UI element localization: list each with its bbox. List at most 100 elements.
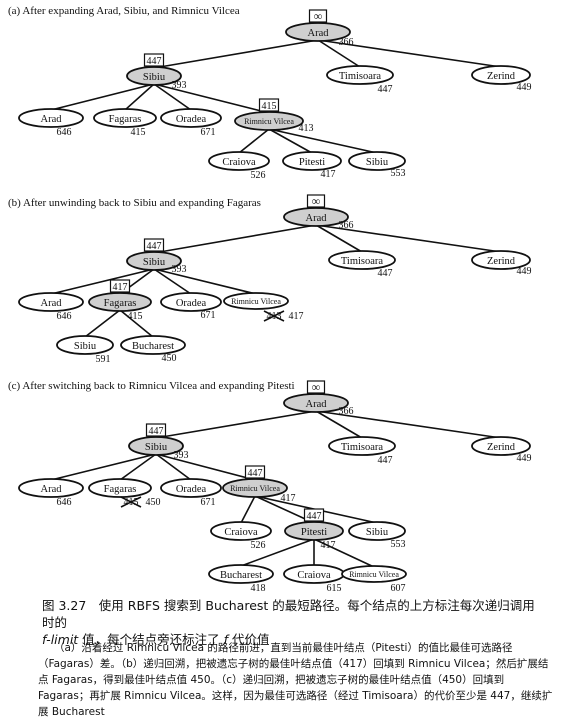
cross-mark	[120, 496, 142, 508]
f-value: 366	[339, 37, 354, 48]
node-label: Zerind	[487, 71, 516, 82]
panel-title-a: (a) After expanding Arad, Sibiu, and Rim…	[8, 5, 240, 17]
tree-node-fagaras	[93, 108, 157, 128]
node-label: Craiova	[297, 570, 331, 581]
f-limit-box	[109, 279, 131, 293]
tree-edge	[153, 83, 270, 114]
tree-edge	[153, 39, 319, 69]
tree-node-sibiu	[126, 251, 182, 271]
node-label: Zerind	[487, 442, 516, 453]
f-value: 393	[172, 264, 187, 275]
node-label: Arad	[306, 213, 328, 224]
tree-edge	[50, 453, 157, 481]
tree-edge	[155, 453, 256, 481]
f-value: 447	[378, 84, 393, 95]
tree-edge	[317, 39, 361, 68]
caption-f-limit: f-limit	[42, 632, 79, 647]
f-value: 415	[131, 127, 146, 138]
f-value: 615	[327, 583, 342, 594]
caption-line-1: 图 3.27 使用 RBFS 搜索到 Bucharest 的最短路径。每个结点的…	[42, 598, 535, 630]
tree-node-arad	[285, 22, 351, 42]
tree-node-rimnicu	[223, 292, 289, 310]
f-limit-box	[145, 423, 167, 437]
tree-edge	[240, 495, 256, 524]
f-value: 413	[299, 123, 314, 134]
node-label: Arad	[41, 298, 63, 309]
tree-edge	[315, 224, 363, 253]
tree-edge	[119, 453, 157, 481]
panel-title-b: (b) After unwinding back to Sibiu and ex…	[8, 197, 261, 209]
f-limit-value: ∞	[312, 380, 321, 394]
node-label: Fagaras	[109, 114, 142, 125]
f-value: 526	[251, 540, 266, 551]
node-label: Sibiu	[143, 257, 166, 268]
f-value: 591	[96, 354, 111, 365]
node-label: Craiova	[222, 157, 256, 168]
f-value: 393	[172, 80, 187, 91]
f-value: 449	[517, 266, 532, 277]
f-value: 366	[339, 406, 354, 417]
tree-node-pitesti	[284, 521, 344, 541]
f-value: 671	[201, 310, 216, 321]
tree-node-fagaras	[88, 292, 152, 312]
f-limit-box	[258, 98, 280, 112]
tree-edge	[268, 128, 378, 154]
tree-edge	[313, 538, 375, 568]
f-value: 366	[339, 220, 354, 231]
tree-edge	[155, 453, 192, 481]
f-value: 553	[391, 168, 406, 179]
f-limit-value: 417	[113, 282, 128, 293]
f-value: 646	[57, 497, 72, 508]
node-label: Timisoara	[341, 256, 384, 267]
tree-edge	[153, 83, 192, 111]
node-label: Sibiu	[143, 72, 166, 83]
tree-edge	[268, 128, 313, 154]
f-limit-value: ∞	[312, 194, 321, 208]
cross-mark	[263, 310, 285, 322]
tree-node-sibiu2	[348, 151, 406, 171]
f-value: 646	[57, 127, 72, 138]
f-limit-value: 415	[262, 101, 277, 112]
f-value: 449	[517, 82, 532, 93]
tree-edge	[315, 224, 502, 253]
node-label: Craiova	[224, 527, 258, 538]
node-label: Sibiu	[366, 527, 389, 538]
tree-node-zerind	[471, 65, 531, 85]
tree-edge	[84, 309, 121, 338]
tree-node-rimnicu	[234, 111, 304, 131]
f-value: 553	[391, 539, 406, 550]
f-value: 646	[57, 311, 72, 322]
f-value: 671	[201, 127, 216, 138]
tree-node-timisoara	[328, 436, 396, 456]
node-label: Oradea	[176, 484, 207, 495]
node-label: Bucharest	[132, 341, 174, 352]
f-value: 449	[517, 453, 532, 464]
node-label: Fagaras	[104, 298, 137, 309]
f-limit-value: 447	[307, 511, 322, 522]
caption-line-2: f-limit 值，每个结点旁还标注了 f 代价值	[42, 632, 270, 647]
f-limit-value: 447	[147, 241, 162, 252]
node-label: Arad	[306, 399, 328, 410]
f-value: 418	[251, 583, 266, 594]
f-limit-value: 447	[149, 426, 164, 437]
f-value: 447	[378, 455, 393, 466]
node-label: Sibiu	[74, 341, 97, 352]
f-limit-value: ∞	[314, 9, 323, 23]
tree-node-oradea	[160, 292, 222, 312]
tree-node-arad	[283, 207, 349, 227]
tree-node-sibiu	[128, 436, 184, 456]
node-label: Pitesti	[301, 527, 327, 538]
tree-node-arad	[283, 393, 349, 413]
figure-caption: 图 3.27 使用 RBFS 搜索到 Bucharest 的最短路径。每个结点的…	[42, 597, 542, 648]
node-label: Fagaras	[104, 484, 137, 495]
f-value: 415	[128, 311, 143, 322]
f-value: 417	[321, 169, 336, 180]
node-label: Oradea	[176, 114, 207, 125]
f-value: 447	[378, 268, 393, 279]
f-limit-value: 447	[147, 56, 162, 67]
tree-edge	[153, 268, 192, 295]
tree-node-pitesti	[282, 151, 342, 171]
tree-edge	[155, 410, 317, 439]
node-label: Arad	[41, 484, 63, 495]
tree-node-arad2	[18, 108, 84, 128]
